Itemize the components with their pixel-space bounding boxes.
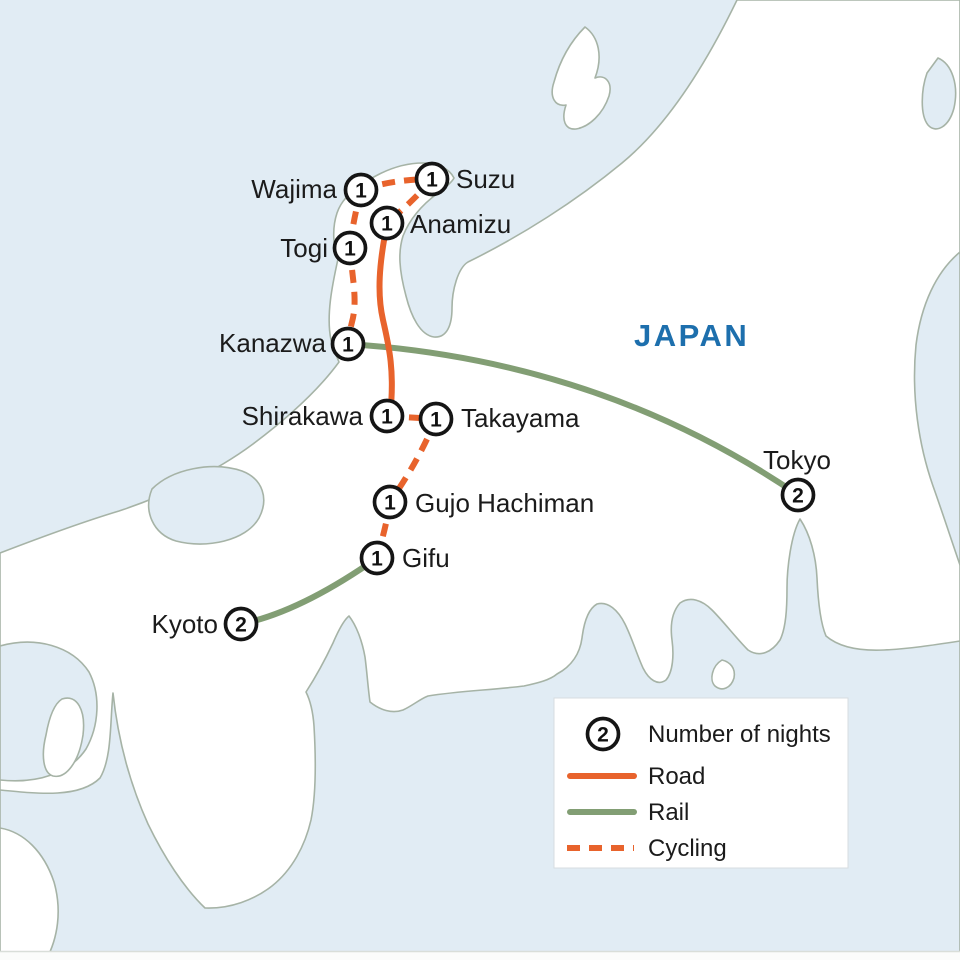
nights-count: 1: [371, 548, 383, 571]
footer-strip: [0, 952, 960, 960]
nights-count: 2: [792, 485, 804, 508]
city-label: Wajima: [251, 174, 337, 204]
city-marker-shirakawa: 1 Shirakawa: [242, 398, 405, 434]
nights-count: 2: [235, 614, 247, 637]
city-label: Anamizu: [410, 209, 511, 239]
nights-badge: [414, 161, 450, 197]
sado-island: [551, 26, 611, 130]
legend-rail-label: Rail: [648, 799, 689, 826]
nights-count: 1: [426, 169, 438, 192]
nights-badge: [343, 172, 379, 208]
city-label: Kanazwa: [219, 328, 326, 358]
route-road-anamizu-shirakawa: [376, 221, 395, 419]
city-label: Suzu: [456, 164, 515, 194]
city-marker-anamizu: 1 Anamizu: [369, 205, 511, 241]
city-label: Gujo Hachiman: [415, 488, 594, 518]
legend-nights-label: Number of nights: [648, 721, 831, 748]
legend: 2 Number of nights Road Rail Cycling: [553, 697, 849, 869]
oshima-islet: [711, 659, 736, 690]
route-rail-kanazwa-tokyo: [345, 341, 801, 498]
legend-road-label: Road: [648, 763, 705, 790]
city-label: Tokyo: [763, 445, 831, 475]
nights-badge: [223, 606, 259, 642]
city-marker-wajima: 1 Wajima: [251, 172, 379, 208]
nights-badge: [369, 205, 405, 241]
city-marker-gifu: 1 Gifu: [359, 540, 450, 576]
city-marker-takayama: 1 Takayama: [418, 401, 580, 437]
nights-badge: [369, 398, 405, 434]
legend-cycling-label: Cycling: [648, 835, 727, 862]
nights-badge: [359, 540, 395, 576]
city-marker-gujo-hachiman: 1 Gujo Hachiman: [372, 484, 594, 520]
legend-nights-badge: [585, 716, 621, 752]
nights-count: 1: [430, 409, 442, 432]
city-label: Shirakawa: [242, 401, 364, 431]
city-label: Togi: [280, 233, 328, 263]
lake-topright: [921, 57, 957, 130]
city-label: Gifu: [402, 543, 450, 573]
city-label: Kyoto: [152, 609, 219, 639]
nights-count: 1: [344, 238, 356, 261]
nights-count: 1: [384, 492, 396, 515]
legend-nights-symbol: 2: [597, 724, 609, 747]
nights-badge: [372, 484, 408, 520]
nights-count: 1: [381, 406, 393, 429]
lake-biwa: [147, 465, 265, 545]
awaji-island: [42, 697, 85, 778]
city-marker-tokyo: 2 Tokyo: [763, 445, 831, 513]
nights-badge: [330, 326, 366, 362]
country-label: JAPAN: [634, 318, 749, 353]
nights-count: 1: [342, 334, 354, 357]
city-marker-suzu: 1 Suzu: [414, 161, 515, 197]
nights-badge: [332, 230, 368, 266]
nights-count: 1: [381, 213, 393, 236]
city-marker-togi: 1 Togi: [280, 230, 368, 266]
city-marker-kyoto: 2 Kyoto: [152, 606, 259, 642]
nights-count: 1: [355, 180, 367, 203]
city-marker-kanazwa: 1 Kanazwa: [219, 326, 366, 362]
pacific-right-edge: [913, 251, 960, 566]
nights-badge: [780, 477, 816, 513]
nights-badge: [418, 401, 454, 437]
city-label: Takayama: [461, 403, 580, 433]
